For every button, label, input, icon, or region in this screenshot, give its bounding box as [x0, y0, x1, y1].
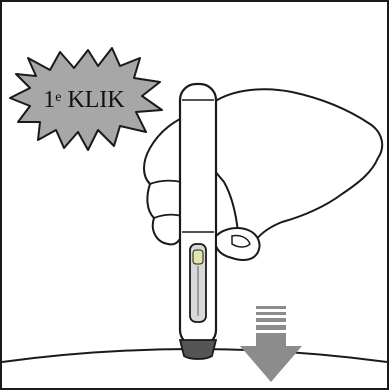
press-down-arrow-icon — [240, 306, 302, 382]
pen-tip — [178, 339, 218, 360]
callout-text: KLIK — [61, 86, 125, 113]
callout-superscript: e — [55, 90, 62, 105]
thumbnail — [231, 234, 251, 248]
callout-number: 1 — [43, 86, 56, 113]
starburst-callout-icon — [9, 47, 163, 151]
pen-window-indicator — [192, 249, 204, 265]
